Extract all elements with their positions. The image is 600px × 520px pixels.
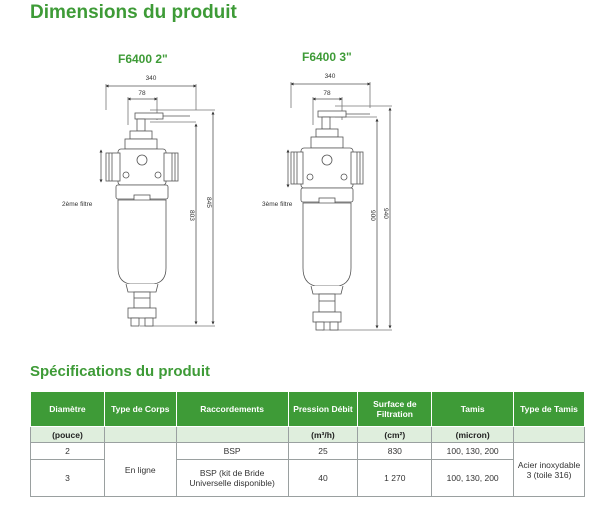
- page-title: Dimensions du produit: [30, 2, 237, 23]
- cell-type-corps: En ligne: [103, 442, 177, 497]
- col-header-type-corps: Type de Corps: [103, 391, 177, 427]
- col-header-raccordements: Raccordements: [175, 391, 289, 427]
- product-dimension-drawings: 340 78 803 845 2ème filtre: [62, 73, 392, 331]
- cell-raccordements: BSP: [175, 442, 289, 460]
- cell-debit: 40: [287, 459, 359, 497]
- cell-debit: 25: [287, 442, 359, 460]
- cell-surface: 830: [357, 442, 433, 460]
- specs-table: Diamètre Type de Corps Raccordements Pre…: [30, 391, 585, 497]
- height-dimension-3in-b: 940: [382, 208, 389, 219]
- filter-label-2in: 2ème filtre: [62, 201, 93, 208]
- cell-surface: 1 270: [357, 459, 433, 497]
- unit-cell: (cm²): [357, 426, 433, 443]
- model-label-3in: F6400 3": [302, 50, 352, 64]
- cell-raccordements: BSP (kit de Bride Universelle disponible…: [175, 459, 289, 497]
- cell-tamis: 100, 130, 200: [431, 459, 515, 497]
- col-header-pression-debit: Pression Débit: [287, 391, 359, 427]
- filter-drawing-2in: [99, 84, 215, 327]
- model-label-2in: F6400 2": [118, 52, 168, 66]
- unit-cell: [513, 426, 585, 443]
- table-header-row: Diamètre Type de Corps Raccordements Pre…: [30, 391, 585, 427]
- inner-dimension-2in: 78: [138, 90, 146, 97]
- width-dimension-3in: 340: [325, 73, 336, 80]
- height-dimension-2in-b: 845: [205, 197, 212, 208]
- table-row: 2 En ligne BSP 25 830 100, 130, 200 Acie…: [30, 442, 585, 497]
- height-dimension-2in-a: 803: [188, 210, 195, 221]
- unit-cell: [175, 426, 289, 443]
- col-header-surface: Surface de Filtration: [357, 391, 433, 427]
- units-row: (pouce) (m³/h) (cm²) (micron): [30, 426, 585, 443]
- filter-drawing-3in: [286, 82, 392, 331]
- width-dimension-2in: 340: [146, 75, 157, 82]
- table-row: 3 BSP (kit de Bride Universelle disponib…: [30, 459, 585, 497]
- inner-dimension-3in: 78: [323, 90, 331, 97]
- cell-diametre: 2: [30, 442, 105, 460]
- unit-cell: (m³/h): [287, 426, 359, 443]
- filter-label-3in: 3ème filtre: [262, 201, 293, 208]
- height-dimension-3in-a: 900: [369, 210, 376, 221]
- specs-title: Spécifications du produit: [30, 363, 211, 380]
- cell-type-tamis: Acier inoxydable 3 (toile 316): [513, 442, 585, 497]
- col-header-type-tamis: Type de Tamis: [513, 391, 585, 427]
- col-header-diametre: Diamètre: [30, 391, 105, 427]
- unit-cell: [103, 426, 177, 443]
- unit-cell: (micron): [431, 426, 515, 443]
- cell-diametre: 3: [30, 459, 105, 497]
- unit-cell: (pouce): [30, 426, 105, 443]
- cell-tamis: 100, 130, 200: [431, 442, 515, 460]
- col-header-tamis: Tamis: [431, 391, 515, 427]
